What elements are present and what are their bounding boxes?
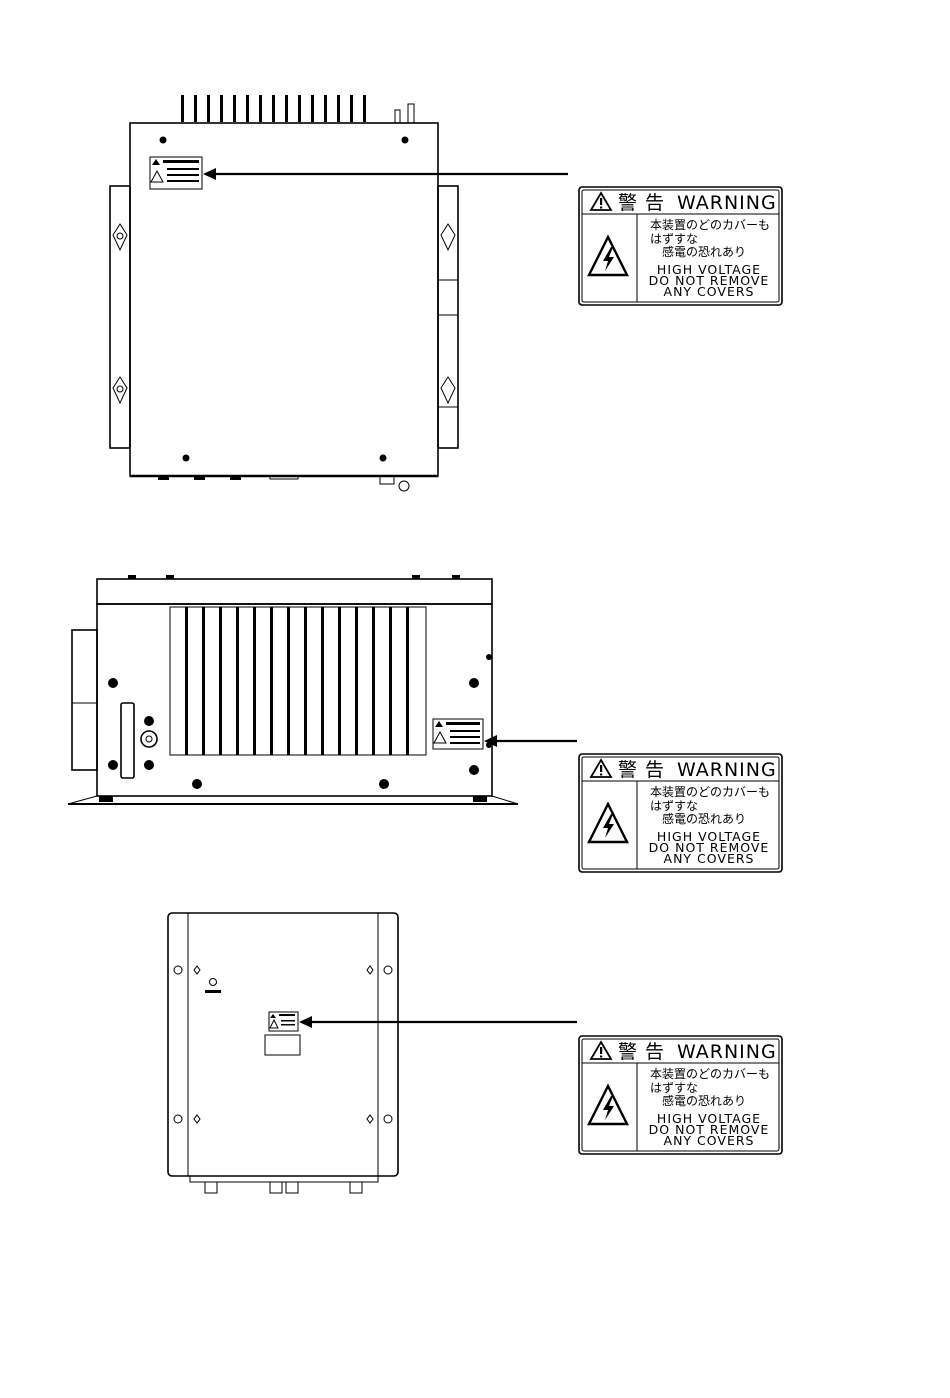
mini-warning-label-rear <box>269 1012 298 1031</box>
label-en-line3: ANY COVERS <box>664 851 755 866</box>
label-en-line3: ANY COVERS <box>664 284 755 299</box>
pointer-arrow-3 <box>299 1016 577 1028</box>
warning-label-3: 警 告 WARNING 本装置のどのカバーも はずすな 感電の恐れあり HIGH… <box>579 1036 782 1154</box>
top-view-drawing <box>110 95 458 491</box>
label-en-line3: ANY COVERS <box>664 1133 755 1148</box>
label-jp-line2: はずすな <box>650 799 698 813</box>
side-view-drawing <box>68 575 518 804</box>
pointer-arrow-2 <box>484 735 577 747</box>
label-heading-en: WARNING <box>677 192 777 214</box>
label-jp-line1: 本装置のどのカバーも <box>650 1067 770 1081</box>
label-jp-line3: 感電の恐れあり <box>662 244 746 259</box>
rear-view-drawing <box>168 913 398 1193</box>
mini-warning-label-side <box>433 719 483 749</box>
label-jp-line1: 本装置のどのカバーも <box>650 218 770 232</box>
label-jp-line2: はずすな <box>650 1081 698 1095</box>
label-heading-en: WARNING <box>677 759 777 781</box>
mini-warning-label-top <box>150 157 202 189</box>
label-jp-line3: 感電の恐れあり <box>662 1093 746 1108</box>
pointer-arrow-1 <box>203 168 568 180</box>
warning-label-1: 警 告 WARNING 本装置のどのカバーも はずすな 感電の恐れあり HIGH… <box>579 187 782 305</box>
label-heading-en: WARNING <box>677 1041 777 1063</box>
warning-label-2: 警 告 WARNING 本装置のどのカバーも はずすな 感電の恐れあり HIGH… <box>579 754 782 872</box>
label-heading-jp: 警 告 <box>618 192 665 214</box>
label-jp-line1: 本装置のどのカバーも <box>650 785 770 799</box>
label-heading-jp: 警 告 <box>618 759 665 781</box>
label-jp-line2: はずすな <box>650 232 698 246</box>
label-heading-jp: 警 告 <box>618 1041 665 1063</box>
label-jp-line3: 感電の恐れあり <box>662 811 746 826</box>
